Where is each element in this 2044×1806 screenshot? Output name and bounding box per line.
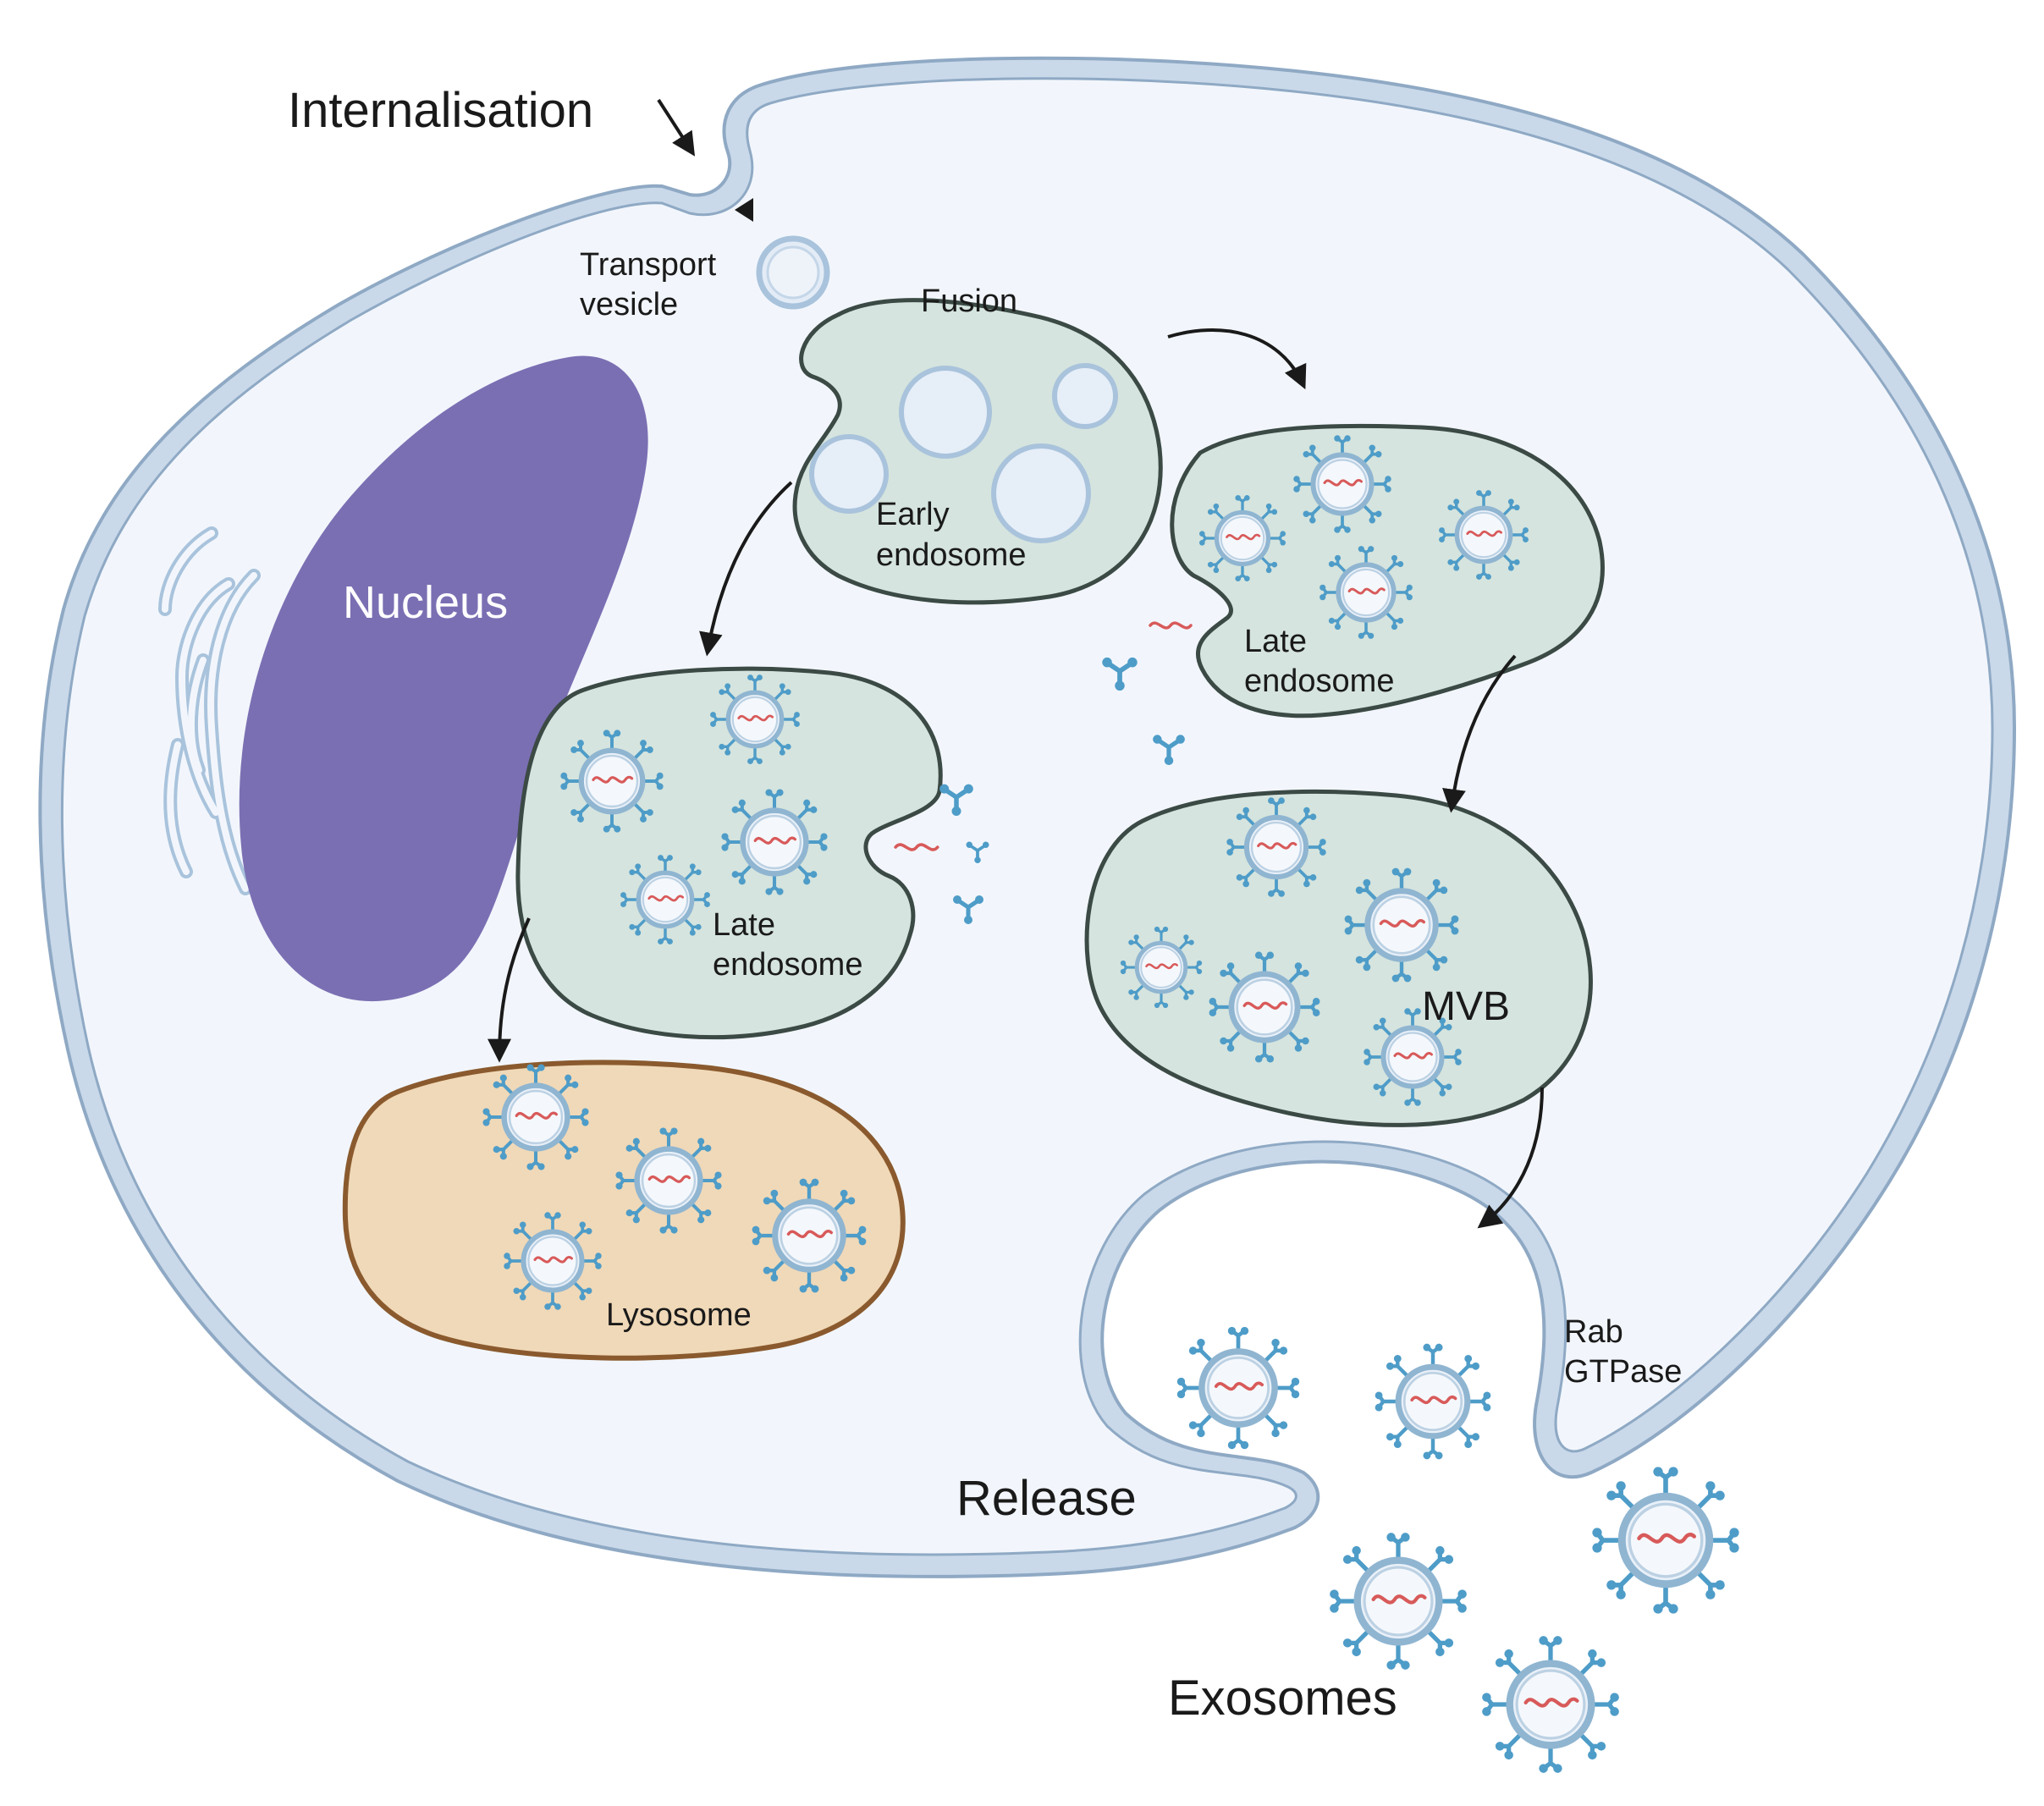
label-transport-vesicle: Transport	[580, 247, 717, 283]
early-endosome	[792, 298, 1163, 605]
arrow-late-to-mvb	[1442, 654, 1517, 813]
label-early-endosome-2: endosome	[876, 537, 1026, 573]
transport-vesicle	[756, 235, 830, 310]
label-late-endosome-left: Late	[713, 907, 775, 943]
arrow-late-to-lysosome	[488, 917, 531, 1063]
label-internalisation: Internalisation	[288, 83, 593, 138]
arrow-vesicle-head	[735, 198, 753, 222]
labels: Internalisation Transport vesicle Fusion…	[288, 83, 1682, 1726]
lysosome	[342, 1060, 906, 1361]
multivesicular-body	[1084, 789, 1593, 1127]
label-exosomes: Exosomes	[1168, 1671, 1397, 1726]
nucleus	[239, 355, 648, 1002]
label-early-endosome: Early	[876, 497, 950, 532]
label-mvb: MVB	[1422, 984, 1510, 1029]
label-transport-vesicle-2: vesicle	[580, 287, 678, 322]
label-fusion: Fusion	[921, 284, 1017, 319]
arrow-fusion	[1167, 328, 1307, 390]
label-nucleus: Nucleus	[343, 577, 508, 628]
label-release: Release	[956, 1471, 1137, 1526]
label-rab: Rab	[1564, 1314, 1623, 1350]
pathway-arrows	[488, 98, 1544, 1229]
arrow-internalisation	[657, 98, 696, 157]
label-rab-2: GTPase	[1564, 1354, 1682, 1390]
label-late-endosome-right: Late	[1244, 624, 1307, 659]
arrow-early-to-late-left	[699, 481, 793, 657]
golgi-apparatus-inner	[162, 530, 257, 892]
label-lysosome: Lysosome	[606, 1297, 752, 1333]
label-late-endosome-right-2: endosome	[1244, 663, 1394, 699]
label-late-endosome-left-2: endosome	[713, 947, 862, 983]
arrow-mvb-to-membrane	[1477, 1087, 1544, 1229]
